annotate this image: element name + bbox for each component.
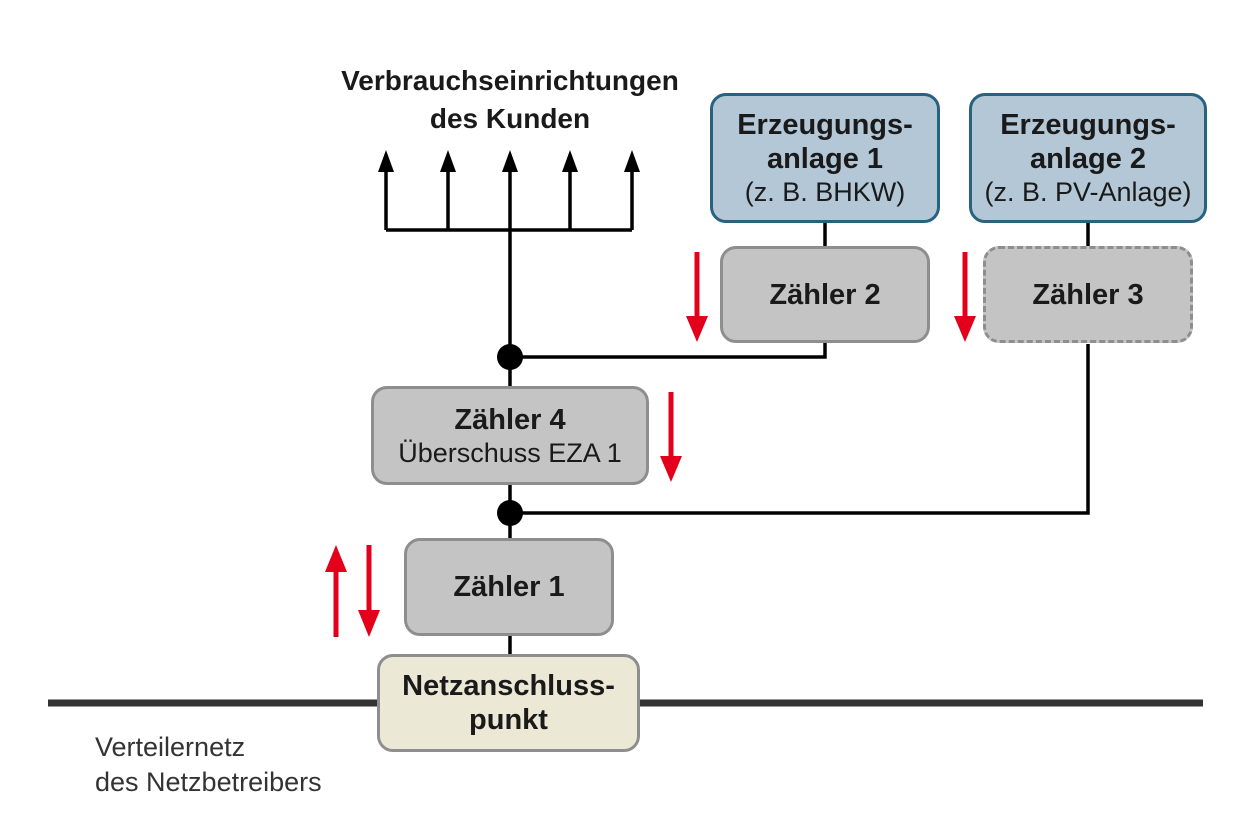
meter-2-label: Zähler 2 bbox=[769, 278, 881, 311]
grid-connection-line1: Netzanschluss- bbox=[402, 670, 615, 702]
meter2-to-junction-line bbox=[510, 340, 827, 359]
generator-2-title-line1: Erzeugungs- bbox=[1000, 109, 1176, 141]
red-arrow-down-meter3 bbox=[954, 252, 976, 342]
red-arrow-down-meter4 bbox=[660, 392, 682, 482]
red-arrow-down-meter2 bbox=[686, 252, 708, 342]
meter-4-title: Zähler 4 bbox=[454, 403, 566, 436]
meter3-to-junction-line bbox=[510, 344, 1090, 515]
distribution-grid-line2: des Netzbetreibers bbox=[95, 767, 322, 797]
junction-dot-lower bbox=[497, 500, 523, 526]
meter-3-box: Zähler 3 bbox=[983, 246, 1193, 343]
consumers-label: Verbrauchseinrichtungen des Kunden bbox=[310, 62, 710, 138]
consumer-arrowhead bbox=[562, 150, 578, 172]
meter-1-label: Zähler 1 bbox=[453, 571, 565, 603]
generator-1-box: Erzeugungs- anlage 1 (z. B. BHKW) bbox=[710, 93, 940, 223]
consumers-label-line2: des Kunden bbox=[429, 103, 591, 134]
distribution-grid-label: Verteilernetz des Netzbetreibers bbox=[95, 730, 322, 800]
grid-connection-line2: punkt bbox=[469, 704, 548, 736]
consumer-arrowhead bbox=[624, 150, 640, 172]
junction-dot-upper bbox=[497, 344, 523, 370]
red-arrow-down-meter1 bbox=[358, 545, 380, 637]
generator-2-title-line2: anlage 2 bbox=[1029, 143, 1147, 175]
consumers-label-line1: Verbrauchseinrichtungen bbox=[341, 65, 679, 96]
red-arrow-up-meter1 bbox=[325, 545, 347, 637]
distribution-grid-line1: Verteilernetz bbox=[95, 732, 246, 762]
meter-1-box: Zähler 1 bbox=[404, 538, 614, 636]
consumer-arrowhead bbox=[440, 150, 456, 172]
generator-1-title-line1: Erzeugungs- bbox=[737, 109, 913, 141]
consumer-arrowhead bbox=[502, 150, 518, 172]
generator-1-example: (z. B. BHKW) bbox=[744, 177, 906, 207]
meter-4-box: Zähler 4 Überschuss EZA 1 bbox=[371, 386, 649, 485]
generator-2-box: Erzeugungs- anlage 2 (z. B. PV-Anlage) bbox=[969, 93, 1207, 223]
grid-connection-point-box: Netzanschluss- punkt bbox=[377, 654, 640, 752]
generator-2-example: (z. B. PV-Anlage) bbox=[984, 177, 1192, 207]
meter-2-box: Zähler 2 bbox=[720, 246, 930, 343]
generator-1-title-line2: anlage 1 bbox=[766, 143, 884, 175]
meter-3-label: Zähler 3 bbox=[1032, 278, 1144, 311]
meter-4-subtitle: Überschuss EZA 1 bbox=[398, 437, 622, 468]
consumer-arrows bbox=[378, 150, 640, 230]
consumer-arrowhead bbox=[378, 150, 394, 172]
